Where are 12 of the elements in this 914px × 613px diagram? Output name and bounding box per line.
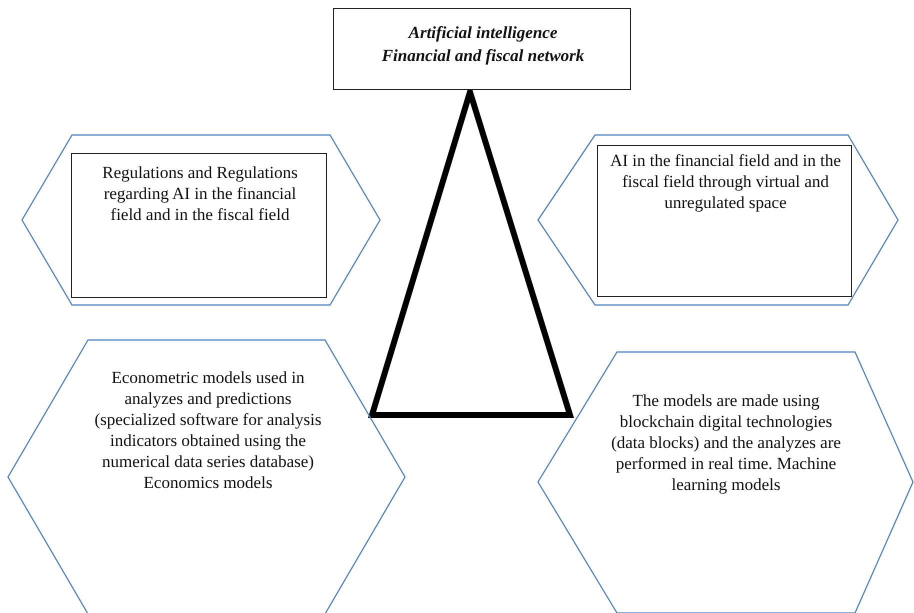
node-text: The models are made using blockchain digital technologies (data blocks) and the analyzes are performed in real time. Machine learning models xyxy=(610,390,842,495)
node-text: Regulations and Regulations regarding AI in the financial field and in the fiscal field xyxy=(101,162,299,225)
text-box xyxy=(597,145,852,297)
hexagon-shape xyxy=(538,135,898,305)
node-text: AI in the financial field and in the fiscal field through virtual and unregulated space xyxy=(609,150,842,213)
hexagon-shape xyxy=(538,352,914,613)
text-box xyxy=(333,8,631,90)
hexagon-shape xyxy=(8,340,408,613)
node-text: Econometric models used in analyzes and predictions (specialized software for analysis indicators obtained using the numerical data series database) Economics models xyxy=(93,367,323,493)
hexagon-shape xyxy=(22,135,380,305)
text-box xyxy=(71,153,327,298)
title-text: Artificial intelligence Financial and fiscal network xyxy=(380,22,586,67)
